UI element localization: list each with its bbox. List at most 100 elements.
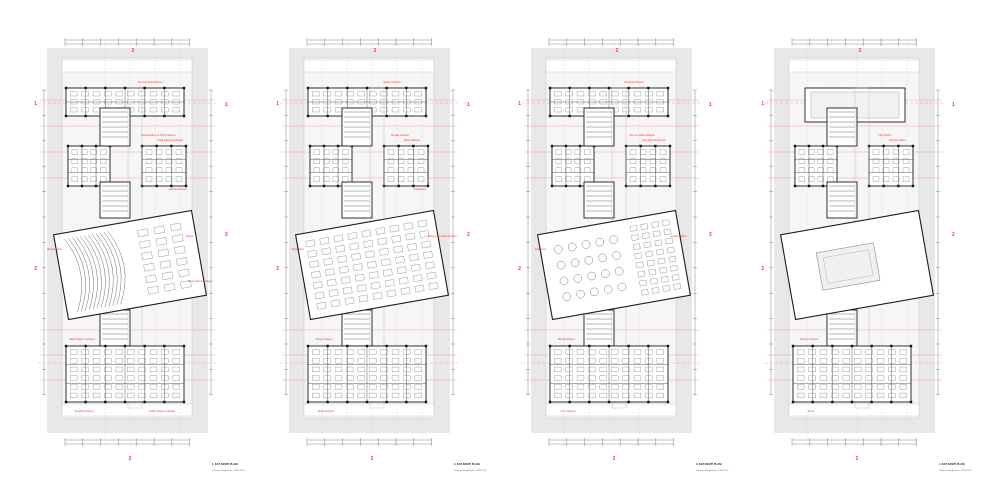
plan-caption-title: 1. KAT KESİTİ PLANI	[212, 461, 238, 466]
canopy-bottom	[61, 403, 193, 417]
dimension-chain-bottom	[64, 438, 190, 446]
studio-block-bottom	[548, 344, 670, 404]
section-mark-left-2: 2	[276, 266, 279, 272]
section-mark-left-2: 2	[34, 266, 37, 272]
studio-furniture-bottom	[312, 349, 422, 399]
room-label-right1: Fuaye	[186, 234, 194, 238]
section-mark-right-2: 2	[225, 232, 228, 238]
section-mark-bottom: 2	[371, 456, 374, 462]
rotated-volume	[779, 209, 935, 321]
section-mark-right-2: 2	[709, 232, 712, 238]
room-label-bot1: Seramik Atölyesi	[74, 409, 94, 413]
dimension-chain-right	[936, 89, 940, 395]
rotated-volume	[536, 209, 692, 321]
rotated-volume	[52, 209, 208, 321]
room-label-top: Resim Atölyesi	[383, 80, 400, 84]
room-label-mid2: Toplantı Odası	[889, 138, 906, 142]
section-mark-right: 1	[225, 102, 228, 108]
section-mark-right-2: 2	[467, 232, 470, 238]
section-mark-right: 1	[467, 102, 470, 108]
room-label-mid2: Ses Kayıt Stüdyosu	[643, 138, 666, 142]
dimension-chain-right	[209, 89, 213, 395]
core-blocks	[583, 107, 615, 347]
section-mark-top: 2	[374, 48, 377, 54]
section-mark-left: 1	[34, 101, 37, 107]
core-blocks	[826, 107, 858, 347]
studio-block-upper-right	[140, 144, 188, 188]
studio-block-upper-left	[66, 144, 112, 188]
studio-furniture-upper-right	[629, 149, 667, 182]
section-mark-top: 2	[132, 48, 135, 54]
section-mark-bottom: 2	[856, 456, 859, 462]
studio-block-top	[306, 86, 428, 118]
room-label-bot2: Grafik Tasarım Atölyesi	[149, 409, 176, 413]
room-label-mid3: Kütüphane	[414, 187, 427, 191]
room-label-right1: Okuma ve Çalışma Alanı	[428, 234, 457, 238]
room-label-mid2: Baskı Atölyesi	[404, 138, 421, 142]
room-label-left: Kafeterya	[535, 247, 547, 251]
plan-caption: 2. KAT KESİTİ PLANI Tasarım Ölçeği Kesit …	[454, 461, 487, 472]
room-label-bot1: Cam Atölyesi	[560, 409, 576, 413]
canopy-top	[61, 59, 193, 73]
dimension-chain-top	[548, 38, 674, 46]
plan-caption: 1. KAT KESİTİ PLANI Tasarım Ölçeği Kesit …	[212, 461, 245, 472]
room-label-mid1: Film ve Video Atölyesi	[629, 133, 655, 137]
studio-block-upper-right	[867, 144, 915, 188]
studio-block-upper-left	[550, 144, 596, 188]
dimension-chain-bottom	[791, 438, 917, 446]
room-label-bot1: Teras	[808, 409, 815, 413]
studio-furniture-upper-left	[555, 149, 591, 182]
studio-furniture-bottom	[554, 349, 664, 399]
plan-caption-scale: Tasarım Ölçeği Kesit - 1/200 ÖLÇ	[454, 469, 487, 472]
canopy-bottom	[545, 403, 677, 417]
dimension-chain-right	[451, 89, 455, 395]
studio-furniture-upper-left	[71, 149, 107, 182]
section-mark-right-2: 2	[952, 232, 955, 238]
room-label-mid1: Heykel Atölyesi	[391, 133, 409, 137]
room-label-low1: Dijital Tasarım Atölyesi	[69, 337, 95, 341]
core-blocks	[99, 107, 131, 347]
section-mark-top: 2	[859, 48, 862, 54]
studio-furniture-bottom	[797, 349, 907, 399]
room-label-mid1: İdari Ofisler	[878, 132, 891, 137]
studio-furniture-bottom	[70, 349, 180, 399]
room-label-mid3: Hazırlık Atölyesi	[169, 187, 188, 191]
room-label-mid1: Sanat Eğitimi ve Tarih Atölyesi	[141, 133, 176, 137]
studio-furniture-upper-left	[313, 149, 349, 182]
room-label-right1: Yemek Salonu	[670, 234, 687, 238]
dimension-chain-left	[42, 89, 46, 395]
room-label-low1: Seminer Salonu	[800, 337, 819, 341]
room-label-right2: Sergi Salonu Atölyesi	[188, 279, 213, 283]
plan-caption-title: 2. KAT KESİTİ PLANI	[454, 461, 480, 466]
dimension-chain-bottom	[548, 438, 674, 446]
room-label-left: Büyük Salon	[47, 247, 62, 251]
studio-block-bottom	[791, 344, 913, 404]
room-label-top: Tez Danışma Atölyesi	[138, 80, 163, 84]
dimension-chain-top	[791, 38, 917, 46]
studio-furniture-upper-right	[387, 149, 425, 182]
section-mark-left: 1	[518, 101, 521, 107]
studio-furniture-upper-right	[145, 149, 183, 182]
core-blocks	[341, 107, 373, 347]
dimension-chain-right	[693, 89, 697, 395]
canopy-bottom	[303, 403, 435, 417]
rotated-volume	[294, 209, 450, 321]
section-mark-bottom: 2	[129, 456, 132, 462]
dimension-chain-bottom	[306, 438, 432, 446]
room-label-low1: Tekstil Atölyesi	[558, 337, 575, 341]
plan-caption-scale: Tasarım Ölçeği Kesit - 1/200 ÖLÇ	[212, 469, 245, 472]
dimension-chain-left	[769, 89, 773, 395]
room-label-bot1: Metal Atölyesi	[318, 409, 334, 413]
plan-caption-title: 3. KAT KESİTİ PLANI	[696, 461, 722, 466]
section-mark-right: 1	[952, 102, 955, 108]
studio-block-bottom	[64, 344, 186, 404]
dimension-chain-top	[64, 38, 190, 46]
plan-caption-scale: Tasarım Ölçeği Kesit - 1/200 ÖLÇ	[939, 469, 972, 472]
section-mark-left: 1	[761, 101, 764, 107]
